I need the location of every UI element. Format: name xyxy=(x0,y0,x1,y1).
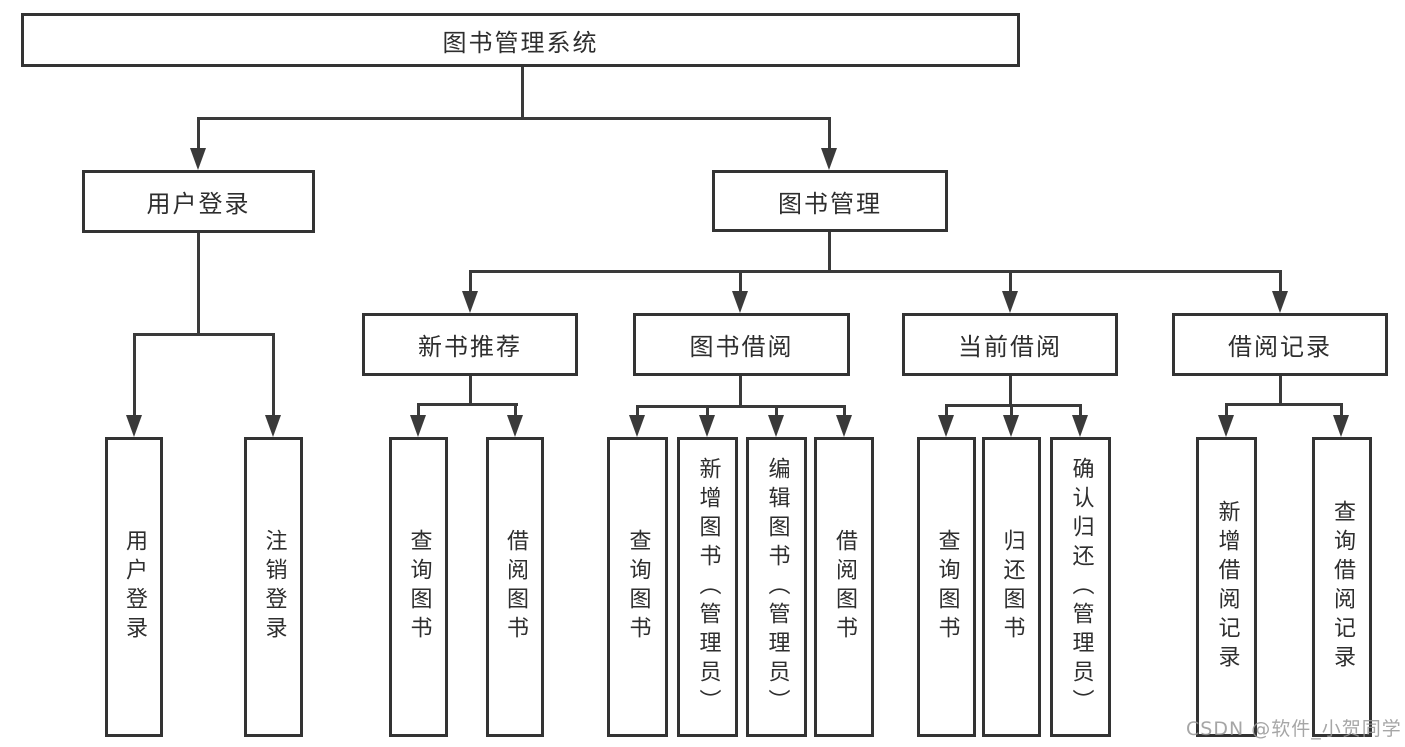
connector-line xyxy=(417,403,518,406)
connector-line xyxy=(739,376,742,408)
leaf-add-book-admin: 新增图书（管理员） xyxy=(677,437,738,737)
connector-line xyxy=(1225,403,1342,406)
connector-line xyxy=(843,405,846,416)
leaf-query-borrow-record: 查询借阅记录 xyxy=(1312,437,1372,737)
arrow-down-icon xyxy=(629,415,645,437)
connector-line xyxy=(1010,404,1013,416)
node-book-management: 图书管理 xyxy=(712,170,948,232)
node-book-borrowing: 图书借阅 xyxy=(633,313,850,376)
arrow-down-icon xyxy=(938,415,954,437)
node-root: 图书管理系统 xyxy=(21,13,1020,67)
leaf-add-borrow-record: 新增借阅记录 xyxy=(1196,437,1257,737)
connector-line xyxy=(197,117,200,149)
arrow-down-icon xyxy=(265,415,281,437)
connector-line xyxy=(133,333,275,336)
leaf-edit-book-admin: 编辑图书（管理员） xyxy=(746,437,807,737)
connector-line xyxy=(469,376,472,406)
connector-line xyxy=(1340,403,1343,416)
connector-line xyxy=(197,233,200,336)
connector-line xyxy=(1225,403,1228,416)
node-new-book-recommend: 新书推荐 xyxy=(362,313,578,376)
arrow-down-icon xyxy=(1218,415,1234,437)
arrow-down-icon xyxy=(768,415,784,437)
arrow-down-icon xyxy=(462,291,478,313)
leaf-query-books-recommend: 查询图书 xyxy=(389,437,448,737)
connector-line xyxy=(945,404,948,416)
arrow-down-icon xyxy=(1002,291,1018,313)
arrow-down-icon xyxy=(410,415,426,437)
connector-line xyxy=(945,404,1081,407)
arrow-down-icon xyxy=(1072,415,1088,437)
leaf-confirm-return-admin: 确认归还（管理员） xyxy=(1050,437,1111,737)
leaf-borrow-books-recommend: 借阅图书 xyxy=(486,437,544,737)
connector-line xyxy=(469,270,1282,273)
arrow-down-icon xyxy=(507,415,523,437)
connector-line xyxy=(197,117,831,120)
node-user-login: 用户登录 xyxy=(82,170,315,233)
leaf-query-books-current: 查询图书 xyxy=(917,437,976,737)
connector-line xyxy=(272,333,275,415)
connector-line xyxy=(1079,404,1082,416)
connector-line xyxy=(469,270,472,292)
node-current-borrowing: 当前借阅 xyxy=(902,313,1118,376)
connector-line xyxy=(521,67,524,120)
leaf-return-books: 归还图书 xyxy=(982,437,1041,737)
connector-line xyxy=(1009,376,1012,407)
connector-line xyxy=(706,405,709,416)
node-borrow-records: 借阅记录 xyxy=(1172,313,1388,376)
arrow-down-icon xyxy=(732,291,748,313)
arrow-down-icon xyxy=(1003,415,1019,437)
connector-line xyxy=(1009,270,1012,292)
connector-line xyxy=(417,403,420,416)
connector-line xyxy=(739,270,742,292)
arrow-down-icon xyxy=(126,415,142,437)
leaf-query-books-borrowing: 查询图书 xyxy=(607,437,668,737)
connector-line xyxy=(133,333,136,415)
leaf-logout: 注销登录 xyxy=(244,437,303,737)
connector-line xyxy=(1279,376,1282,406)
arrow-down-icon xyxy=(1333,415,1349,437)
connector-line xyxy=(1279,270,1282,292)
connector-line xyxy=(828,117,831,149)
arrow-down-icon xyxy=(190,148,206,170)
arrow-down-icon xyxy=(821,148,837,170)
leaf-borrow-books-borrowing: 借阅图书 xyxy=(814,437,874,737)
arrow-down-icon xyxy=(836,415,852,437)
arrow-down-icon xyxy=(699,415,715,437)
connector-line xyxy=(828,232,831,273)
arrow-down-icon xyxy=(1272,291,1288,313)
watermark: CSDN @软件_小贺同学 xyxy=(1186,718,1402,740)
connector-line xyxy=(775,405,778,416)
connector-line xyxy=(636,405,639,416)
connector-line xyxy=(636,405,845,408)
leaf-user-login: 用户登录 xyxy=(105,437,163,737)
connector-line xyxy=(514,403,517,416)
